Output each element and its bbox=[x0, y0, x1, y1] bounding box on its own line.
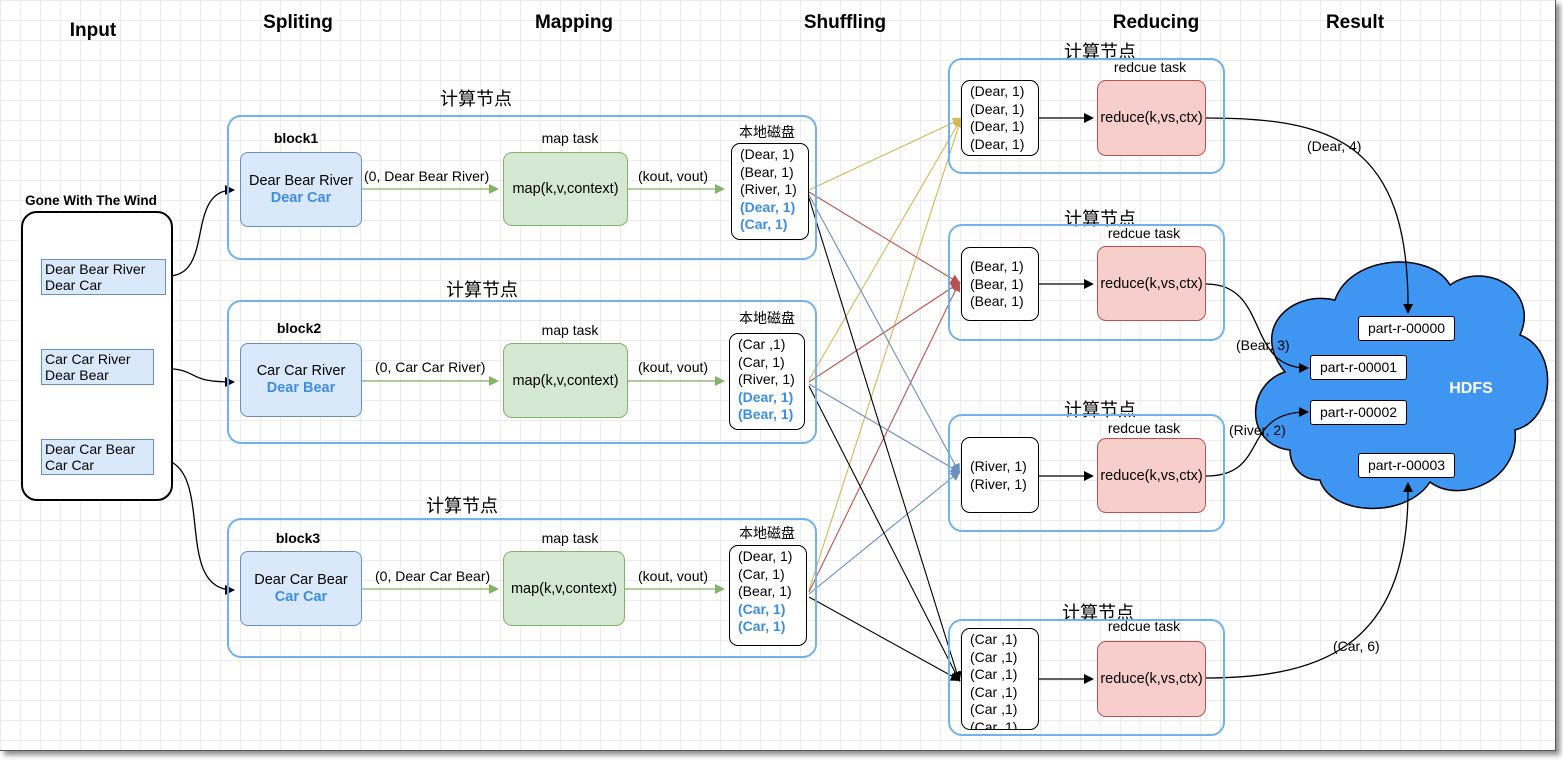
reduce-task-label: redcue task bbox=[1107, 225, 1181, 241]
map-task-label: map task bbox=[541, 530, 599, 546]
result-label: (Bear, 3) bbox=[1236, 337, 1290, 353]
reduce-kv-list: (Dear, 1) (Dear, 1) (Dear, 1) (Dear, 1) bbox=[961, 80, 1039, 156]
reduce-kv-list: (Bear, 1) (Bear, 1) (Bear, 1) bbox=[961, 247, 1039, 321]
stage-input-header: Input bbox=[69, 20, 117, 41]
block-label: block2 bbox=[276, 320, 322, 336]
stage-mapping-header: Mapping bbox=[534, 12, 614, 33]
result-label: (Car, 6) bbox=[1333, 638, 1380, 654]
result-label: (Dear, 4) bbox=[1307, 138, 1362, 154]
block-label: block3 bbox=[275, 530, 321, 546]
stage-shuffling-header: Shuffling bbox=[803, 12, 887, 33]
split-block: Car Car River Dear Bear bbox=[240, 343, 362, 417]
map-output-label: (kout, vout) bbox=[638, 568, 709, 584]
map-function: map(k,v,context) bbox=[503, 343, 628, 418]
local-disk-kv-list: (Dear, 1) (Car, 1) (Bear, 1) (Car, 1) (C… bbox=[729, 545, 807, 646]
local-disk-kv-list: (Car ,1) (Car, 1) (River, 1) (Dear, 1) (… bbox=[729, 333, 805, 430]
reduce-function: reduce(k,vs,ctx) bbox=[1097, 246, 1206, 321]
map-node-title: 计算节点 bbox=[440, 89, 512, 109]
reduce-kv-list: (River, 1) (River, 1) bbox=[961, 437, 1039, 513]
reduce-node-title: 计算节点 bbox=[1064, 42, 1136, 62]
reduce-kv-list: (Car ,1) (Car ,1) (Car ,1) (Car ,1) (Car… bbox=[961, 628, 1039, 730]
hdfs-part-file: part-r-00000 bbox=[1358, 316, 1455, 341]
map-node-title: 计算节点 bbox=[426, 496, 498, 516]
map-compute-node bbox=[227, 115, 817, 260]
local-disk-kv-list: (Dear, 1) (Bear, 1) (River, 1) (Dear, 1)… bbox=[731, 143, 809, 240]
local-disk-label: 本地磁盘 bbox=[739, 310, 795, 326]
hdfs-part-file: part-r-00002 bbox=[1310, 400, 1407, 425]
stage-reducing-header: Reducing bbox=[1112, 12, 1200, 33]
reduce-task-label: redcue task bbox=[1113, 59, 1187, 75]
reduce-task-label: redcue task bbox=[1107, 420, 1181, 436]
map-input-label: (0, Dear Car Bear) bbox=[375, 568, 491, 584]
local-disk-label: 本地磁盘 bbox=[739, 525, 795, 541]
local-disk-label: 本地磁盘 bbox=[739, 124, 795, 140]
stage-result-header: Result bbox=[1325, 12, 1385, 33]
reduce-function: reduce(k,vs,ctx) bbox=[1097, 438, 1206, 513]
map-task-label: map task bbox=[541, 130, 599, 146]
split-block: Dear Bear River Dear Car bbox=[240, 152, 362, 227]
reduce-function: reduce(k,vs,ctx) bbox=[1097, 641, 1206, 717]
map-function: map(k,v,context) bbox=[503, 152, 628, 226]
reduce-node-title: 计算节点 bbox=[1062, 603, 1134, 623]
reduce-compute-node bbox=[948, 619, 1225, 736]
map-output-label: (kout, vout) bbox=[638, 359, 709, 375]
stage-splitting-header: Spliting bbox=[263, 12, 333, 33]
map-node-title: 计算节点 bbox=[446, 280, 518, 300]
block-label: block1 bbox=[273, 130, 319, 146]
map-function: map(k,v,context) bbox=[503, 551, 625, 626]
reduce-compute-node bbox=[948, 224, 1225, 341]
map-output-label: (kout, vout) bbox=[638, 168, 709, 184]
split-block: Dear Car Bear Car Car bbox=[240, 551, 362, 626]
map-task-label: map task bbox=[541, 322, 599, 338]
hdfs-part-file: part-r-00001 bbox=[1310, 355, 1407, 380]
reduce-compute-node bbox=[948, 414, 1225, 532]
map-compute-node bbox=[227, 300, 817, 444]
reduce-task-label: redcue task bbox=[1107, 618, 1181, 634]
result-label: (River, 2) bbox=[1229, 422, 1286, 438]
map-input-label: (0, Dear Bear River) bbox=[364, 168, 490, 184]
input-title: Gone With The Wind bbox=[25, 193, 157, 208]
hdfs-cloud bbox=[1254, 261, 1549, 510]
map-input-label: (0, Car Car River) bbox=[375, 359, 486, 375]
reduce-compute-node bbox=[948, 58, 1225, 174]
reduce-function: reduce(k,vs,ctx) bbox=[1097, 80, 1206, 156]
hdfs-label: HDFS bbox=[1440, 378, 1502, 400]
hdfs-part-file: part-r-00003 bbox=[1358, 453, 1455, 478]
map-compute-node bbox=[227, 518, 817, 658]
